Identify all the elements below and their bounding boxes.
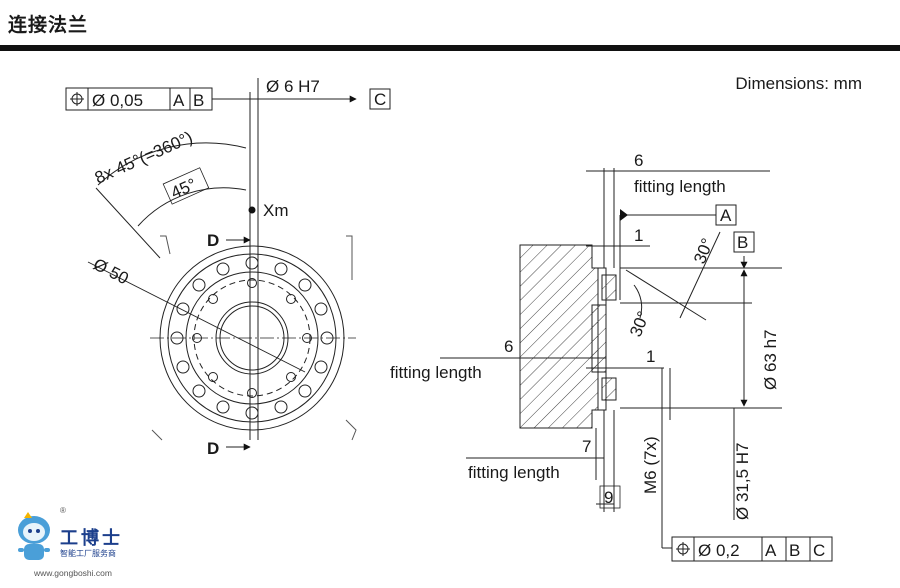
side-tol-datum-a: A: [765, 541, 777, 560]
bolt-circle-label: Ø 50: [90, 255, 131, 289]
side-dia-31: Ø 31,5 H7: [733, 443, 752, 521]
side-angle-30-mid: 30°: [626, 309, 653, 340]
logo-registered-mark: ®: [60, 506, 66, 515]
section-d-bottom: D: [207, 439, 219, 458]
side-angle-30-top: 30°: [690, 236, 717, 267]
xm-point: [248, 206, 256, 214]
side-dim-1-mid: 1: [646, 347, 655, 366]
logo-tagline: 智能工厂服务商: [60, 549, 116, 558]
xm-label: Xm: [263, 201, 289, 220]
watermark-logo: ® 工博士 智能工厂服务商 www.gongboshi.com: [8, 506, 148, 586]
datum-c-label: C: [374, 90, 386, 109]
side-tol-datum-b: B: [789, 541, 800, 560]
section-d-top: D: [207, 231, 219, 250]
units-note: Dimensions: mm: [735, 74, 862, 93]
title-rule: [0, 45, 900, 51]
side-tol-datum-c: C: [813, 541, 825, 560]
side-dim-6-top: 6: [634, 151, 643, 170]
side-tol-value: Ø 0,2: [698, 541, 740, 560]
front-tol-datum-b: B: [193, 91, 204, 110]
pin-hole-dimension: Ø 6 H7: [266, 77, 320, 96]
side-datum-a: A: [720, 206, 732, 225]
side-fitting-length-bottom: fitting length: [468, 463, 560, 482]
side-fitting-length-top: fitting length: [634, 177, 726, 196]
flange-section: [519, 244, 599, 429]
side-view: 6 fitting length A 1 30° B 30° Ø 63 h7 6…: [390, 151, 833, 562]
inner-hole-ring: [192, 278, 312, 398]
side-dim-1-top: 1: [634, 226, 643, 245]
front-tol-value: Ø 0,05: [92, 91, 143, 110]
side-dim-6-mid: 6: [504, 337, 513, 356]
side-tolerance-frame: [671, 536, 833, 562]
robot-mascot-icon: [18, 512, 50, 560]
logo-url: www.gongboshi.com: [34, 568, 112, 578]
side-dia-63: Ø 63 h7: [761, 330, 780, 391]
side-dim-9: 9: [604, 488, 613, 507]
angle-single-label: 45°: [168, 175, 199, 203]
side-thread: M6 (7x): [641, 436, 660, 494]
logo-brand: 工博士: [60, 528, 123, 549]
page-title: 连接法兰: [8, 14, 89, 36]
side-datum-b: B: [737, 233, 748, 252]
side-fitting-length-mid: fitting length: [390, 363, 482, 382]
front-view: Ø 0,05 A B Ø 6 H7 C 8x 45°(=360°) 45° Xm…: [65, 77, 391, 458]
angle-total-label: 8x 45°(=360°): [92, 128, 195, 188]
front-tol-datum-a: A: [173, 91, 185, 110]
outer-hole-ring: [170, 256, 334, 420]
side-dim-7: 7: [582, 437, 591, 456]
